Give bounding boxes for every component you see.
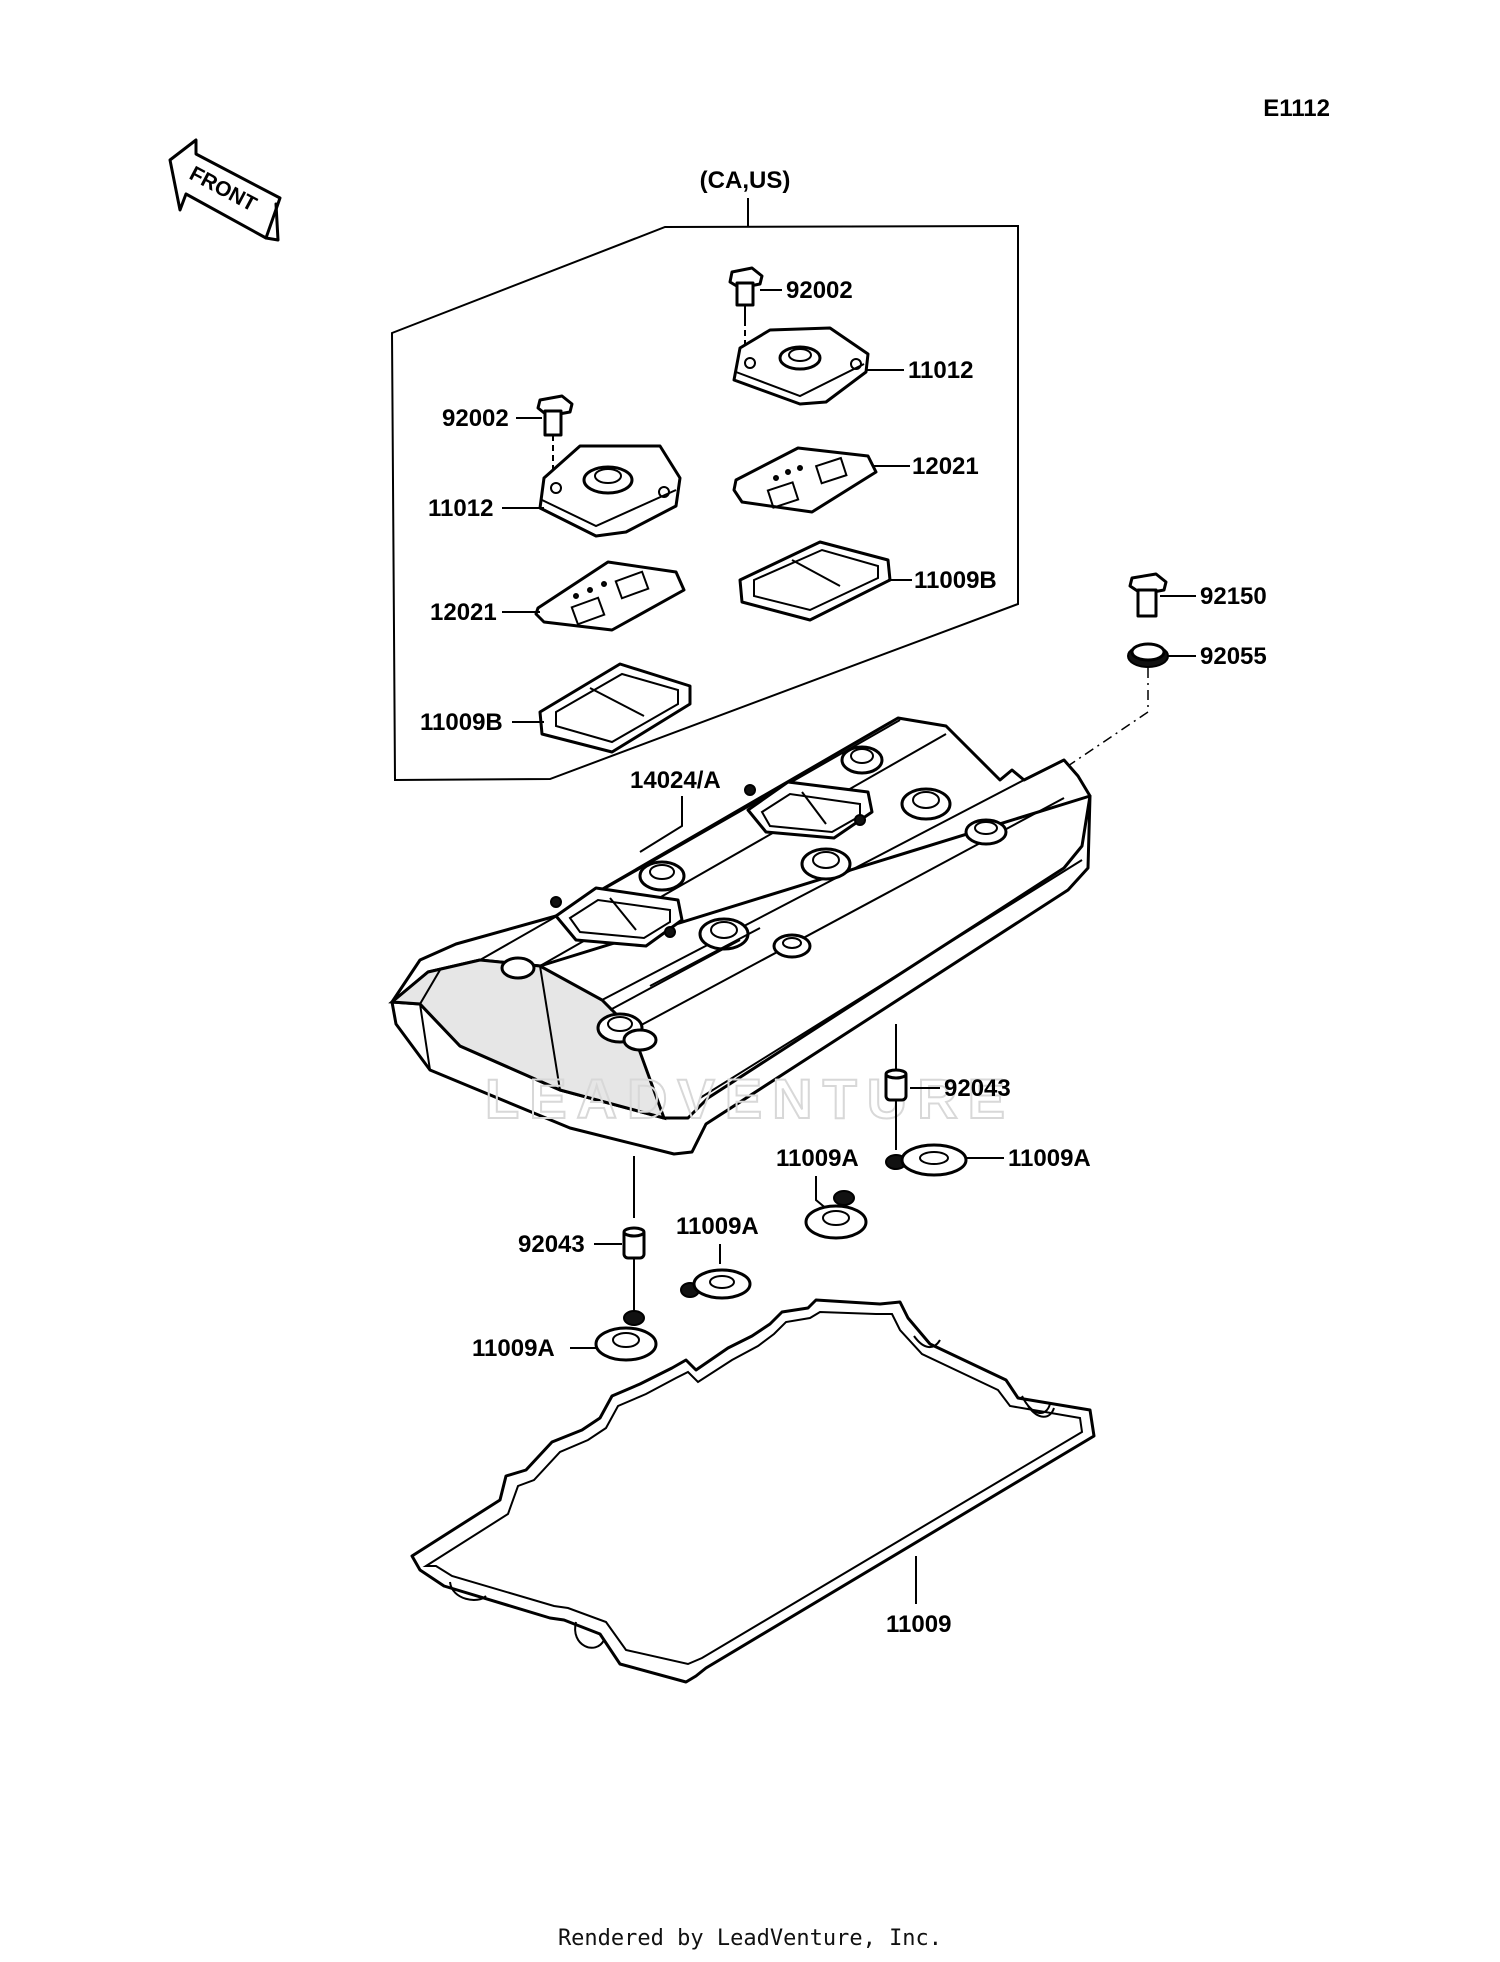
o-ring-11009A-lower-middle: 11009A [676,1213,759,1300]
o-ring-11009A-right [885,1143,1004,1177]
callout-11009A-lower-middle: 11009A [676,1213,759,1240]
callout-11012-upper: 11012 [866,357,973,384]
dowel-92043-right [884,1024,940,1150]
callout-11009B-left: 11009B [420,709,544,736]
callout-92002-lower: 92002 [442,405,542,432]
reed-plate-12021-right [732,446,878,514]
callout-11009: 11009 [886,1556,951,1638]
gasket-11009B-right [738,540,892,622]
svg-text:11012: 11012 [908,357,973,384]
bolt-92002-lower [536,394,574,470]
callout-12021-right: 12021 [874,453,979,480]
head-cover-gasket-11009 [410,1298,1096,1684]
front-arrow-icon: FRONT [168,138,282,242]
callout-11009A-middle: 11009A [776,1145,859,1172]
svg-text:11012: 11012 [428,495,493,522]
cylinder-head-cover-14024 [388,716,1092,1156]
callout-92002-upper: 92002 [760,277,853,304]
callout-11009A-left: 11009A [472,1335,555,1362]
o-ring-11009A-left [570,1310,658,1362]
diagram-code: E1112 [1263,95,1330,122]
callout-11009A-right: 11009A [1008,1145,1091,1172]
watermark: LEADVENTURE [485,1067,1015,1130]
svg-text:92002: 92002 [786,277,853,304]
reed-plate-12021-left [534,560,686,632]
footer-credit: Rendered by LeadVenture, Inc. [557,1926,943,1951]
bolt-92150 [1128,572,1196,618]
svg-text:11009B: 11009B [914,567,997,594]
gasket-11009B-left [538,662,692,754]
ca-us-group-bracket [390,198,1019,782]
grommet-92055 [1127,642,1196,668]
group-label: (CA,US) [700,167,791,194]
svg-text:11009B: 11009B [420,709,503,736]
svg-text:14024/A: 14024/A [630,767,721,794]
svg-text:92002: 92002 [442,405,509,432]
cover-plate-11012-upper [732,326,870,406]
cover-plate-11012-lower [538,444,682,538]
callout-92055: 92055 [1200,643,1267,670]
o-ring-11009A-middle: 11009A [776,1145,868,1240]
svg-text:11009: 11009 [886,1611,951,1638]
svg-text:12021: 12021 [912,453,979,480]
callout-11009B-right: 11009B [888,567,997,594]
callout-12021-left: 12021 [430,599,540,626]
callout-92043-left: 92043 [518,1231,585,1258]
callout-14024: 14024/A [630,767,721,853]
dowel-92043-left [594,1156,646,1312]
svg-text:12021: 12021 [430,599,497,626]
callout-92150: 92150 [1200,583,1267,610]
callout-11012-lower: 11012 [428,495,544,522]
callout-92043-right: 92043 [944,1075,1011,1102]
